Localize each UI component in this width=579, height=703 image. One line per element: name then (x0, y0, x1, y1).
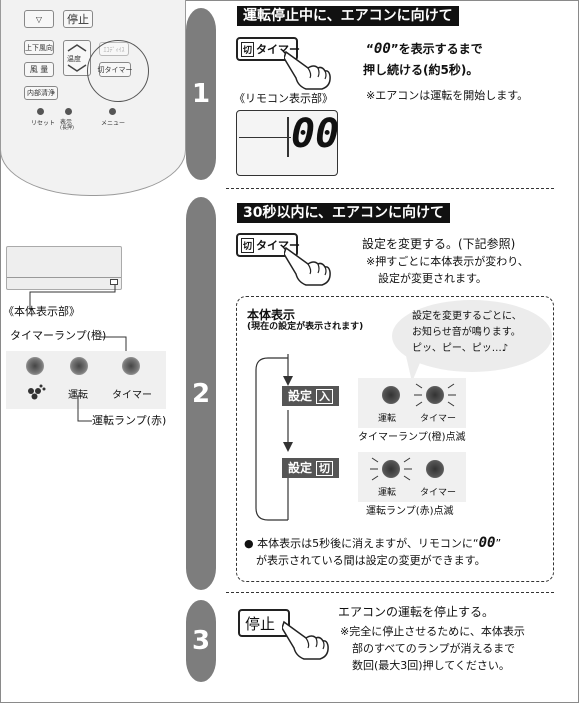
step-1-timer-key: 切タイマー (236, 37, 300, 61)
lamp-timer (122, 357, 140, 375)
step-2-banner: 30秒以内に、エアコンに向けて (237, 203, 451, 223)
temp-rocker-button[interactable] (63, 40, 91, 76)
step-2-number: 2 (186, 197, 216, 590)
reset-label: リセット (31, 120, 56, 127)
grape-icon (28, 384, 46, 400)
power-button[interactable]: ▽ (24, 10, 54, 28)
step-2-note-2: 設定が変更されます。 (378, 272, 487, 285)
bubble-line-2: お知らせ音が鳴ります。 (412, 327, 521, 338)
step-1-pointing-hand-icon (284, 50, 331, 90)
menu-label: メニュー (101, 120, 126, 127)
internal-clean-button[interactable]: 内部清浄 (24, 86, 58, 100)
stop-key: 停止 (238, 609, 290, 637)
bubble-line-3: ピッ、ピー、ピッ…♪ (412, 343, 509, 354)
remote-lcd: 00 (236, 110, 340, 176)
blink-rays-icon-2 (370, 457, 412, 481)
run-blink-caption: 運転ランプ(赤)点滅 (366, 506, 454, 517)
timer-lamp-label: タイマーランプ(橙) (10, 329, 107, 342)
timer-button-highlight (87, 40, 149, 102)
display-label: 表示 (60, 119, 73, 126)
lamp-left (26, 357, 44, 375)
step-1-note: ※エアコンは運転を開始します。 (366, 89, 529, 102)
step-2-bottom-note-2: が表示されている間は設定の変更ができます。 (256, 554, 486, 567)
run-lamp-blinking (382, 460, 400, 478)
timer-lamp-off (426, 460, 444, 478)
run-blink-timer-label: タイマー (420, 488, 457, 498)
step-2-instruction: 設定を変更する。(下記参照) (362, 237, 516, 251)
cycle-loop-diagram (255, 354, 293, 521)
unit-display-marker (110, 279, 118, 285)
vertical-wind-button[interactable]: 上下風向 (24, 40, 54, 55)
run-blink-run-label: 運転 (378, 488, 397, 498)
run-lamp-label: 運転ランプ(赤) (92, 414, 167, 427)
timer-blink-timer-label: タイマー (420, 414, 457, 424)
aircon-unit (6, 246, 122, 290)
unit-display-box (236, 296, 554, 582)
step-3-pointing-hand-icon (282, 620, 329, 660)
remote-display-label: 《リモコン表示部》 (234, 92, 333, 105)
menu-button[interactable] (109, 108, 116, 115)
step-2-bottom-note-1: ● 本体表示は5秒後に消えますが、リモコンに“00” (244, 535, 502, 551)
step-1-instruction-2: 押し続ける(約5秒)。 (363, 63, 479, 77)
unit-display-callout (29, 285, 116, 310)
blink-rays-icon (414, 383, 456, 407)
stop-button[interactable]: 停止 (63, 10, 93, 28)
step-3-note-3: 数回(最大3回)押してください。 (352, 659, 510, 672)
setting-off-label: 設定切 (282, 458, 340, 478)
setting-on-label: 設定入 (282, 386, 340, 406)
step-1-banner: 運転停止中に、エアコンに向けて (237, 6, 459, 26)
separator-2 (226, 592, 554, 593)
unit-display-label: 《本体表示部》 (3, 305, 80, 318)
unit-display-subtitle: (現在の設定が表示されます) (247, 322, 364, 332)
wind-volume-button[interactable]: 風 量 (24, 62, 54, 77)
step-3-instruction: エアコンの運転を停止する。 (338, 605, 495, 619)
step-3-note-2: 部のすべてのランプが消えるまで (352, 642, 516, 655)
step-1-number: 1 (186, 8, 216, 180)
lamp-timer-label: タイマー (112, 390, 152, 401)
step-3-number: 3 (186, 600, 216, 682)
temp-arrows-icon (67, 44, 87, 72)
display-sub-label: (長押) (60, 125, 74, 131)
step-2-pointing-hand-icon (284, 246, 331, 286)
run-lamp-off (382, 386, 400, 404)
sound-bubble-tail (406, 356, 422, 382)
timer-blink-caption: タイマーランプ(橙)点滅 (358, 432, 466, 443)
run-blink-panel: 運転 タイマー (358, 452, 466, 502)
run-lamp-leader (77, 395, 92, 422)
timer-blink-panel: 運転 タイマー (358, 378, 466, 428)
unit-display-title: 本体表示 (247, 308, 296, 322)
temp-label: 温度 (67, 55, 81, 63)
reset-button[interactable] (37, 108, 44, 115)
bubble-line-1: 設定を変更するごとに、 (412, 311, 522, 322)
lamp-run (70, 357, 88, 375)
step-1-instruction: “00”を表示するまで (366, 41, 483, 57)
lcd-digits: 00 (291, 111, 340, 157)
timer-lamp-blinking (426, 386, 444, 404)
timer-lamp-leader (100, 336, 127, 354)
step-3-note-1: ※完全に停止させるために、本体表示 (340, 625, 525, 638)
step-2-note-1: ※押すごとに本体表示が変わり、 (366, 255, 529, 268)
separator-1 (226, 188, 554, 189)
unit-lamp-panel: 運転 タイマー (6, 351, 166, 409)
timer-blink-run-label: 運転 (378, 414, 397, 424)
remote-control: ▽ 停止 上下風向 温度 風 量 ｴｺﾃﾞｨｲｽ 切タイマー 内部清浄 リセット… (0, 0, 186, 196)
display-button[interactable] (65, 108, 72, 115)
